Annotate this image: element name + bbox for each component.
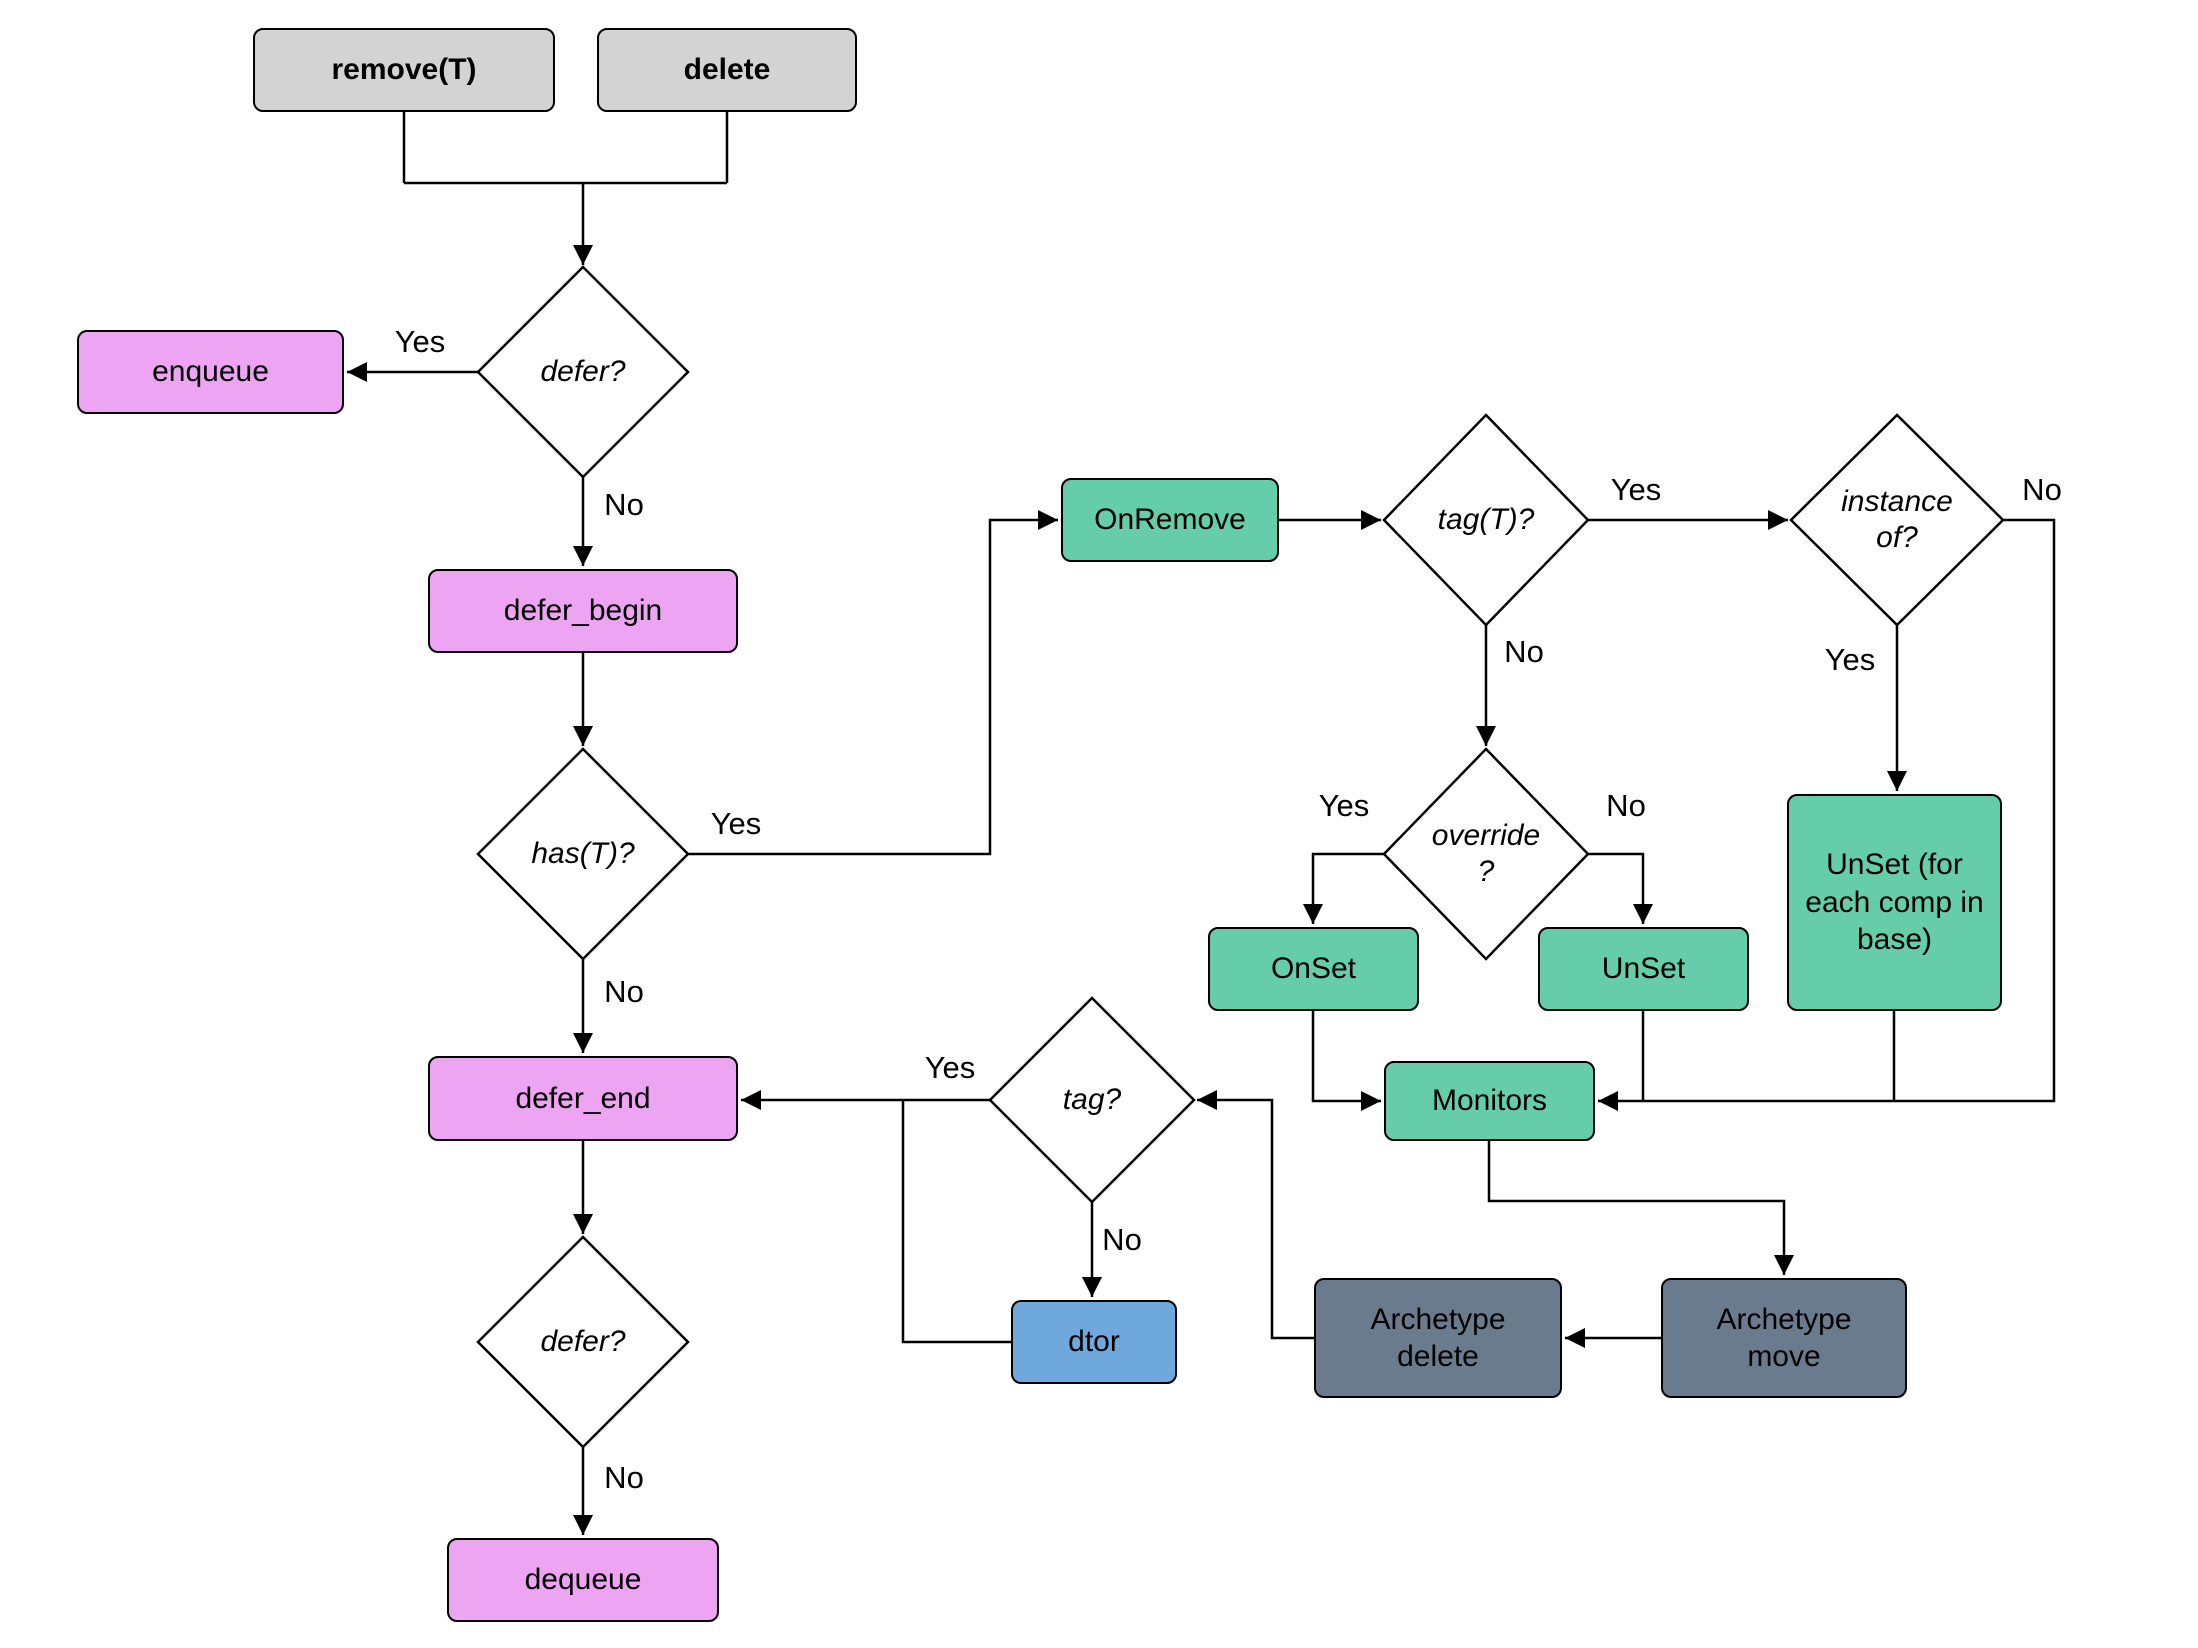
edge-label-override-yes: Yes	[1318, 788, 1370, 823]
node-delete: delete	[597, 28, 857, 112]
override-decision-shape	[1382, 747, 1590, 961]
edge-override-yes-onset	[1303, 852, 1384, 924]
decision-tag-label: tag?	[1062, 1083, 1122, 1116]
decision-instance-of-label: instance of?	[1841, 485, 1953, 554]
node-dtor: dtor	[1011, 1300, 1177, 1384]
edge-label-tag-no: No	[1102, 1222, 1142, 1257]
edge-label-has-t-no: No	[604, 974, 644, 1009]
node-defer-begin: defer_begin	[428, 569, 738, 653]
decision-defer1-label: defer?	[540, 355, 626, 388]
edge-label-defer1-no: No	[604, 487, 644, 522]
node-monitors: Monitors	[1384, 1061, 1595, 1141]
edge-label-instance-of-yes: Yes	[1824, 642, 1876, 677]
edge-has-yes-onremove	[688, 510, 1058, 856]
defer1-decision-shape	[476, 265, 690, 479]
node-unset: UnSet	[1538, 927, 1749, 1011]
tag-decision-shape	[988, 996, 1196, 1204]
node-enqueue: enqueue	[77, 330, 344, 414]
edge-label-tag-yes: Yes	[924, 1050, 976, 1085]
edge-dtor-return	[901, 1100, 1011, 1344]
tag-t-decision-shape	[1382, 413, 1590, 627]
decision-defer2-label: defer?	[540, 1325, 626, 1358]
has-t-decision-shape	[476, 747, 690, 961]
node-unset-base: UnSet (for each comp in base)	[1787, 794, 2002, 1011]
instance-of-decision-shape	[1789, 413, 2005, 627]
node-archetype-delete: Archetype delete	[1314, 1278, 1562, 1398]
edge-onset-to-monitors	[1311, 1011, 1381, 1111]
edge-label-instance-of-no: No	[2022, 472, 2062, 507]
decision-tag-t-label: tag(T)?	[1437, 503, 1535, 536]
node-dequeue: dequeue	[447, 1538, 719, 1622]
edge-label-tag-t-yes: Yes	[1610, 472, 1662, 507]
edge-label-defer2-no: No	[604, 1460, 644, 1495]
node-defer-end: defer_end	[428, 1056, 738, 1141]
node-on-set: OnSet	[1208, 927, 1419, 1011]
edge-merge-entries	[402, 112, 729, 185]
edge-label-has-t-yes: Yes	[710, 806, 762, 841]
decision-override-label: override ?	[1431, 819, 1541, 888]
decision-shapes	[476, 265, 2005, 1449]
node-on-remove: OnRemove	[1061, 478, 1279, 562]
edge-label-override-no: No	[1606, 788, 1646, 823]
edge-label-tag-t-no: No	[1504, 634, 1544, 669]
node-remove-t: remove(T)	[253, 28, 555, 112]
node-archetype-move: Archetype move	[1661, 1278, 1907, 1398]
edge-monitors-to-archetype-move	[1487, 1141, 1794, 1275]
edge-label-defer1-yes: Yes	[394, 324, 446, 359]
edge-archetype-delete-to-tag	[1197, 1090, 1314, 1340]
edge-override-no-unset	[1588, 852, 1653, 924]
defer2-decision-shape	[476, 1235, 690, 1449]
edges	[347, 112, 2056, 1535]
edge-instanceof-no-monitors	[1598, 518, 2056, 1111]
decision-has-t-label: has(T)?	[531, 837, 635, 870]
